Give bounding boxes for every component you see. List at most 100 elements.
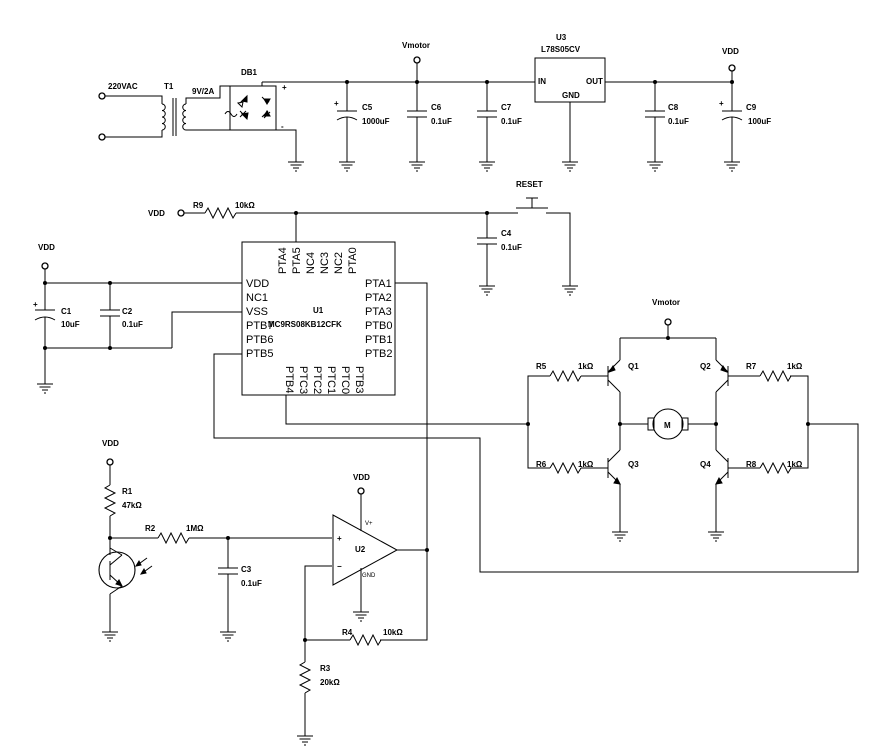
c7-value: 0.1uF <box>501 117 522 126</box>
opamp-vplus: V+ <box>365 521 373 527</box>
r1-name: R1 <box>122 487 133 496</box>
mcu-pin-ptc0: PTC0 <box>339 366 351 394</box>
r4-value: 10kΩ <box>383 628 403 637</box>
regulator-name: U3 <box>556 33 567 42</box>
microcontroller-u1: U1 MC9RS08KB12CFK VDD NC1 VSS PTB7 PTB6 … <box>33 241 396 396</box>
opamp-gnd: GND <box>362 573 376 579</box>
transistor-q2: Q2 <box>700 338 729 424</box>
mcu-pin-ptc2: PTC2 <box>311 366 323 394</box>
mcu-pin-pta4: PTA4 <box>277 247 289 274</box>
sensor-vdd-label: VDD <box>102 439 119 448</box>
mcu-pin-ptb4: PTB4 <box>283 366 295 394</box>
c4-name: C4 <box>501 229 512 238</box>
r9-value: 10kΩ <box>235 201 255 210</box>
transistor-q4: Q4 <box>700 424 729 542</box>
capacitor-c4: C4 0.1uF <box>477 213 522 296</box>
ac-input-terminal-bottom <box>98 133 106 141</box>
bridge-name: DB1 <box>241 68 258 77</box>
hbridge-vmotor-terminal <box>664 318 672 326</box>
mcu-pin-pta0: PTA0 <box>347 247 359 274</box>
capacitor-c1: + C1 10uF <box>33 300 80 372</box>
power-supply: 220VAC T1 9V/2A DB1 + - <box>98 33 771 172</box>
r4-name: R4 <box>342 628 353 637</box>
capacitor-c5: + C5 1000uF <box>334 82 390 172</box>
transformer-t1: T1 9V/2A <box>161 82 214 136</box>
capacitor-c8: C8 0.1uF <box>645 82 689 172</box>
vmotor-label: Vmotor <box>402 41 430 50</box>
bridge-minus: - <box>281 122 284 131</box>
pta1-feedback-wire <box>380 282 428 641</box>
mcu-pin-ptb7: PTB7 <box>246 320 274 332</box>
c1-name: C1 <box>61 307 72 316</box>
mcu-pin-ptb3: PTB3 <box>353 366 365 394</box>
mcu-name: U1 <box>313 306 324 315</box>
resistor-r3 <box>298 661 312 694</box>
transistor-q3: Q3 <box>607 424 639 542</box>
c8-value: 0.1uF <box>668 117 689 126</box>
mcu-pin-ptb5: PTB5 <box>246 348 274 360</box>
svg-text:+: + <box>719 99 724 108</box>
r5-name: R5 <box>536 362 547 371</box>
motor-label: M <box>664 421 671 430</box>
regulator-part: L78S05CV <box>541 45 581 54</box>
c2-name: C2 <box>122 307 133 316</box>
h-bridge: Vmotor R5 1kΩ R7 1kΩ R6 1kΩ R8 1kΩ <box>526 298 810 542</box>
opamp-inverting-wire <box>304 565 332 662</box>
r2-value: 1MΩ <box>186 524 204 533</box>
mcu-pin-ptb0: PTB0 <box>365 320 393 332</box>
resistor-r4 <box>349 633 382 647</box>
mcu-pin-ptb6: PTB6 <box>246 334 274 346</box>
capacitor-c7: C7 0.1uF <box>477 82 522 172</box>
dc-motor: M <box>620 408 716 440</box>
ac-wire-top <box>105 95 163 104</box>
capacitor-c6: C6 0.1uF <box>407 82 452 172</box>
mcu-part: MC9RS08KB12CFK <box>268 320 342 329</box>
resistor-r7 <box>759 369 792 383</box>
regulator-in: IN <box>538 77 546 86</box>
r9-name: R9 <box>193 201 204 210</box>
r5-value: 1kΩ <box>578 362 594 371</box>
transformer-name: T1 <box>164 82 174 91</box>
q2-label: Q2 <box>700 362 711 371</box>
c7-name: C7 <box>501 103 512 112</box>
c3-value: 0.1uF <box>241 579 262 588</box>
mcu-pin-nc3: NC3 <box>319 252 331 274</box>
mcu-pin-ptc1: PTC1 <box>325 366 337 394</box>
c6-name: C6 <box>431 103 442 112</box>
resistor-r6 <box>549 461 582 475</box>
c6-value: 0.1uF <box>431 117 452 126</box>
r6-name: R6 <box>536 460 547 469</box>
bridge-plus: + <box>282 83 287 92</box>
mcu-pin-ptb2: PTB2 <box>365 348 393 360</box>
c5-value: 1000uF <box>362 117 390 126</box>
vmotor-terminal <box>413 56 421 64</box>
r7-name: R7 <box>746 362 757 371</box>
ptb4-to-hbridge-left-wire <box>285 395 528 425</box>
reset-switch: RESET <box>516 180 548 209</box>
phototransistor <box>98 538 153 642</box>
opamp-u2: + − U2 V+ GND VDD <box>332 473 399 622</box>
opamp-vdd-terminal <box>357 487 365 495</box>
opamp-minus: − <box>337 562 342 571</box>
ac-symbol <box>224 111 238 117</box>
mcu-body <box>241 241 396 396</box>
capacitor-c3: C3 0.1uF <box>218 538 262 642</box>
capacitor-c9: + C9 100uF <box>719 70 771 172</box>
dc-negative-wire <box>276 129 297 150</box>
reset-vdd-terminal <box>177 209 185 217</box>
reset-switch-label: RESET <box>516 180 543 189</box>
resistor-r5 <box>549 369 582 383</box>
r2-name: R2 <box>145 524 156 533</box>
mcu-pin-vdd: VDD <box>246 278 269 290</box>
r7-value: 1kΩ <box>787 362 803 371</box>
ground-symbol <box>287 147 305 172</box>
mcu-pin-pta2: PTA2 <box>365 292 392 304</box>
c8-name: C8 <box>668 103 679 112</box>
svg-text:+: + <box>33 300 38 309</box>
mcu-pin-vss: VSS <box>246 306 268 318</box>
c5-name: C5 <box>362 103 373 112</box>
ac-wire-bottom <box>105 130 163 138</box>
opamp-name: U2 <box>355 545 366 554</box>
vss-wire <box>171 311 242 348</box>
